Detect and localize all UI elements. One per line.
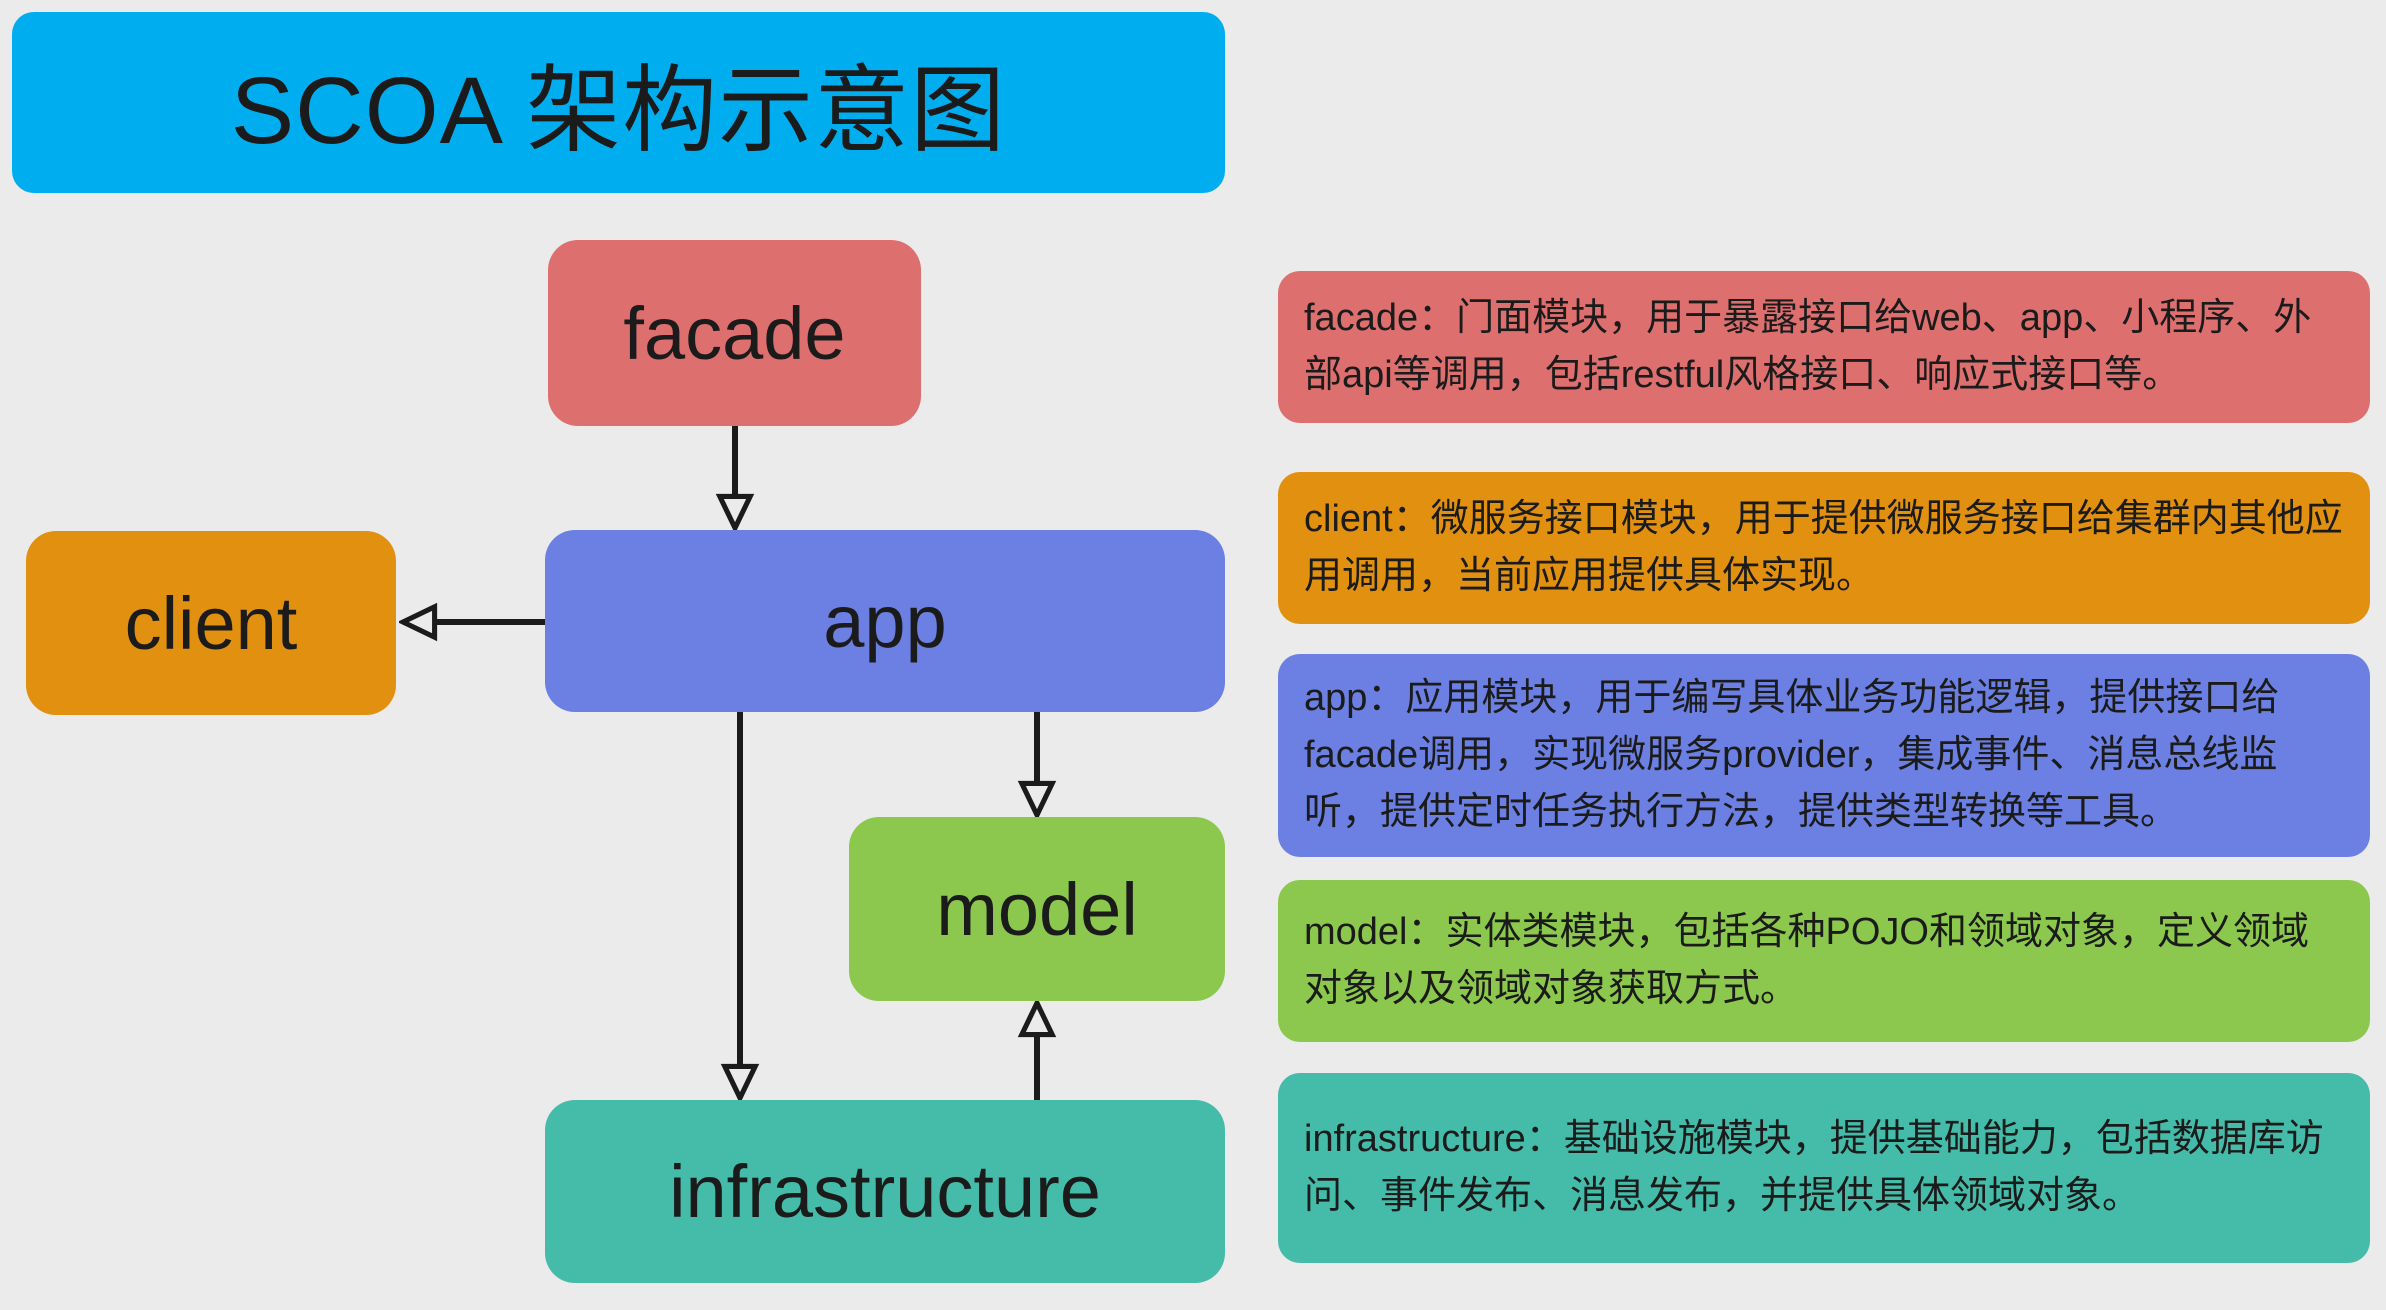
description-facade: facade：门面模块，用于暴露接口给web、app、小程序、外部api等调用，…	[1278, 271, 2370, 423]
node-facade-label: facade	[623, 291, 846, 375]
description-infrastructure-text: infrastructure：基础设施模块，提供基础能力，包括数据库访问、事件发…	[1304, 1118, 2324, 1217]
node-infrastructure: infrastructure	[545, 1100, 1225, 1283]
diagram-title: SCOA 架构示意图	[12, 12, 1225, 193]
node-infrastructure-label: infrastructure	[669, 1150, 1101, 1233]
node-app-label: app	[823, 579, 947, 663]
description-client-text: client：微服务接口模块，用于提供微服务接口给集群内其他应用调用，当前应用提…	[1304, 498, 2343, 597]
node-model: model	[849, 817, 1225, 1001]
description-facade-text: facade：门面模块，用于暴露接口给web、app、小程序、外部api等调用，…	[1304, 297, 2312, 396]
node-client: client	[26, 531, 396, 715]
node-facade: facade	[548, 240, 921, 426]
description-app-text: app：应用模块，用于编写具体业务功能逻辑，提供接口给facade调用，实现微服…	[1304, 677, 2280, 833]
node-model-label: model	[936, 867, 1138, 951]
node-app: app	[545, 530, 1225, 712]
description-model-text: model：实体类模块，包括各种POJO和领域对象，定义领域对象以及领域对象获取…	[1304, 911, 2309, 1010]
description-client: client：微服务接口模块，用于提供微服务接口给集群内其他应用调用，当前应用提…	[1278, 472, 2370, 624]
description-infrastructure: infrastructure：基础设施模块，提供基础能力，包括数据库访问、事件发…	[1278, 1073, 2370, 1263]
description-app: app：应用模块，用于编写具体业务功能逻辑，提供接口给facade调用，实现微服…	[1278, 654, 2370, 857]
node-client-label: client	[124, 581, 298, 665]
description-model: model：实体类模块，包括各种POJO和领域对象，定义领域对象以及领域对象获取…	[1278, 880, 2370, 1042]
